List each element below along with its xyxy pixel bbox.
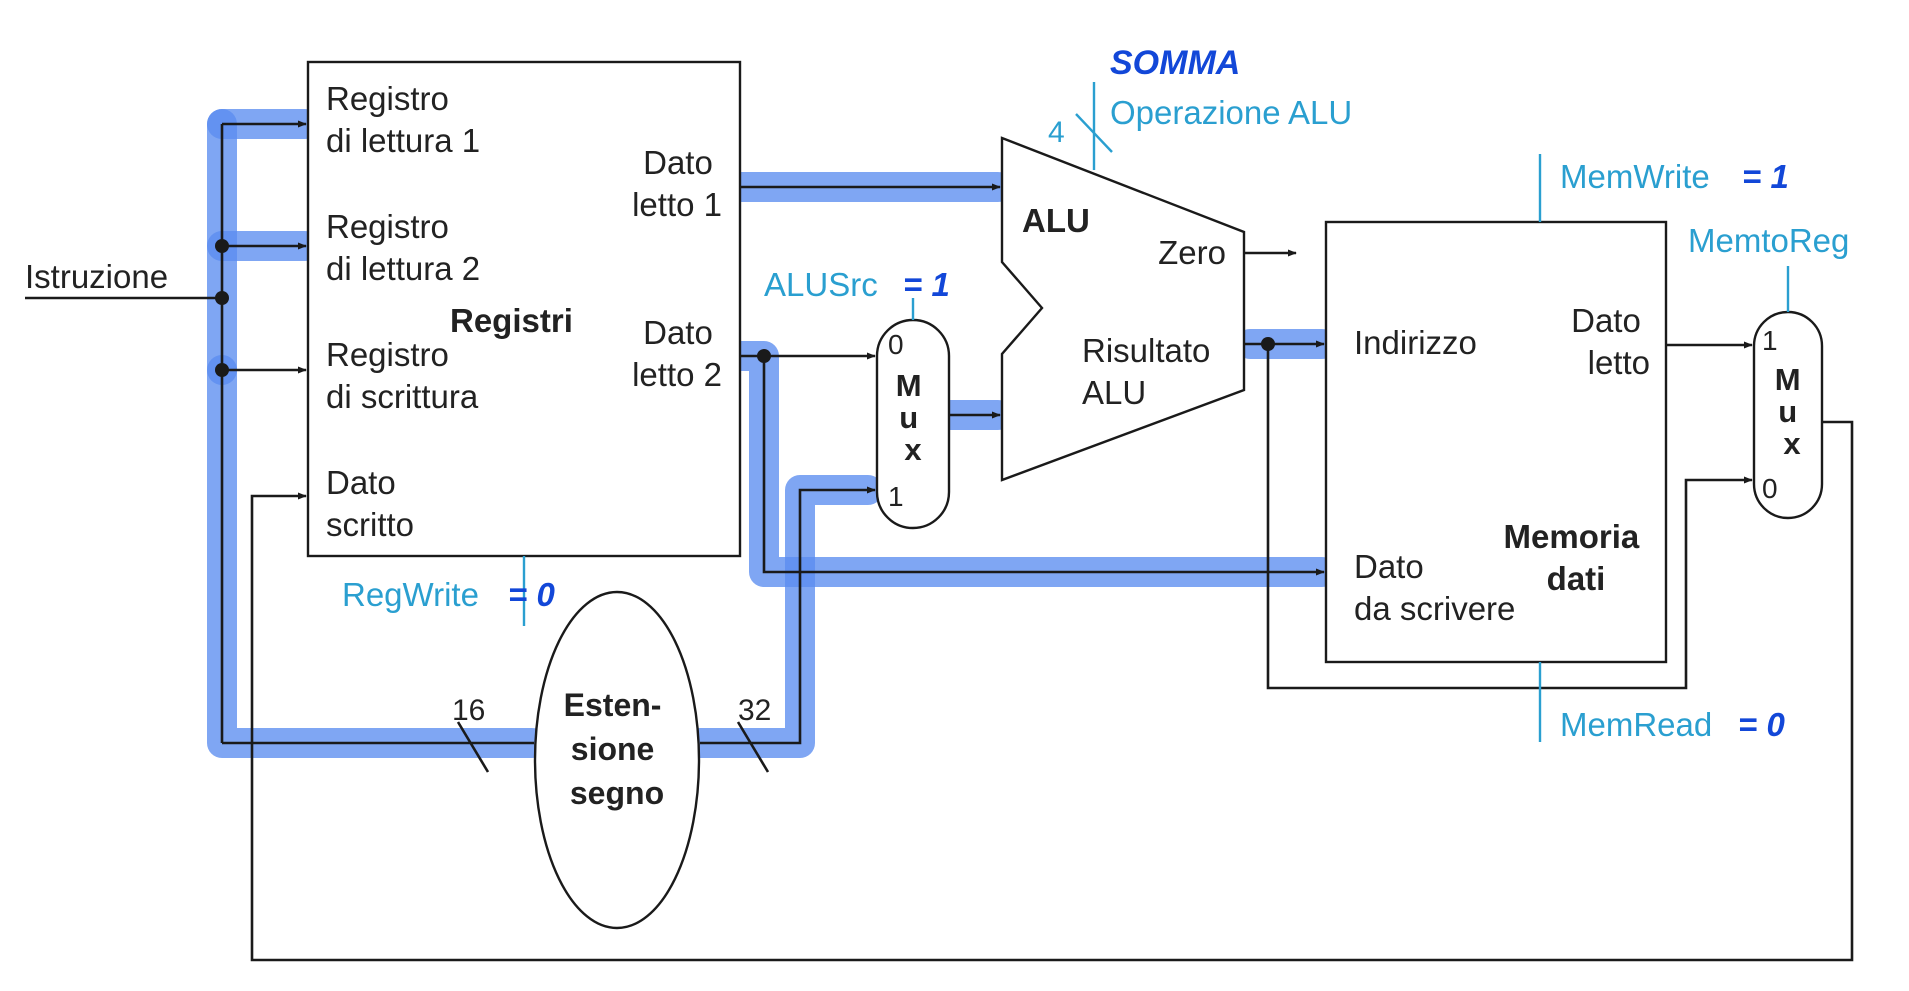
control-lines (522, 82, 1790, 742)
read-reg-1-label: Registro di lettura 1 (326, 80, 480, 159)
wire-alu-result-bypass (1266, 344, 1753, 690)
instruction-label: Istruzione (25, 258, 168, 295)
memread-label: MemRead (1560, 706, 1712, 743)
sign-extend-unit (533, 590, 701, 930)
memwrite-label: MemWrite (1560, 158, 1710, 195)
alu-op-label: Operazione ALU (1110, 94, 1352, 131)
mux-mem-in1: 1 (1762, 325, 1778, 356)
registers-title: Registri (450, 302, 573, 339)
junction-dot (757, 349, 771, 363)
read-data-2-label: Dato letto 2 (632, 314, 722, 393)
regwrite-value: = 0 (508, 576, 555, 613)
sign-extend-out-bits: 32 (738, 694, 771, 727)
wire-writeback (250, 420, 1854, 962)
mux-mem-letters: M u x (1775, 362, 1809, 461)
mux-alu-letters: M u x (896, 368, 930, 467)
sign-extend-title: Esten- sione segno (564, 687, 671, 811)
mux-alu-in0: 0 (888, 329, 904, 360)
alu-op-annotation: SOMMA (1110, 44, 1240, 82)
junction-dot (215, 291, 229, 305)
read-reg-2-label: Registro di lettura 2 (326, 208, 480, 287)
junction-dot (1261, 337, 1275, 351)
memory-title: Memoria dati (1504, 518, 1649, 597)
alu-title: ALU (1022, 202, 1090, 239)
wire-read-data-2-down (762, 356, 1325, 576)
junctions (215, 239, 1275, 377)
memory-write-data-label: Dato da scrivere (1354, 548, 1515, 627)
data-memory (1324, 220, 1668, 664)
bus-width-tick-32 (736, 721, 770, 773)
alusrc-label: ALUSrc (764, 266, 878, 303)
regwrite-label: RegWrite (342, 576, 479, 613)
junction-dot (215, 363, 229, 377)
memtoreg-label: MemtoReg (1688, 222, 1849, 259)
alu-zero-label: Zero (1158, 234, 1226, 271)
memory-read-data-label: Dato letto (1571, 302, 1650, 381)
mux-mem-in0: 0 (1762, 473, 1778, 504)
memwrite-value: = 1 (1742, 158, 1789, 195)
wires (25, 120, 1854, 962)
register-file (306, 60, 742, 558)
bus-width-tick-16 (456, 721, 490, 773)
aluop-bus-tick (1075, 113, 1113, 153)
write-reg-label: Registro di scrittura (326, 336, 479, 415)
alusrc-value: = 1 (903, 266, 950, 303)
junction-dot (215, 239, 229, 253)
memread-value: = 0 (1738, 706, 1785, 743)
alu-op-bits: 4 (1048, 116, 1065, 149)
memory-address-label: Indirizzo (1354, 324, 1477, 361)
mux-alu-in1: 1 (888, 481, 904, 512)
sign-extend-in-bits: 16 (452, 694, 485, 727)
alu-result-label: Risultato ALU (1082, 332, 1220, 411)
write-data-label: Dato scritto (326, 464, 414, 543)
read-data-1-label: Dato letto 1 (632, 144, 722, 223)
alu-block (1000, 136, 1246, 482)
